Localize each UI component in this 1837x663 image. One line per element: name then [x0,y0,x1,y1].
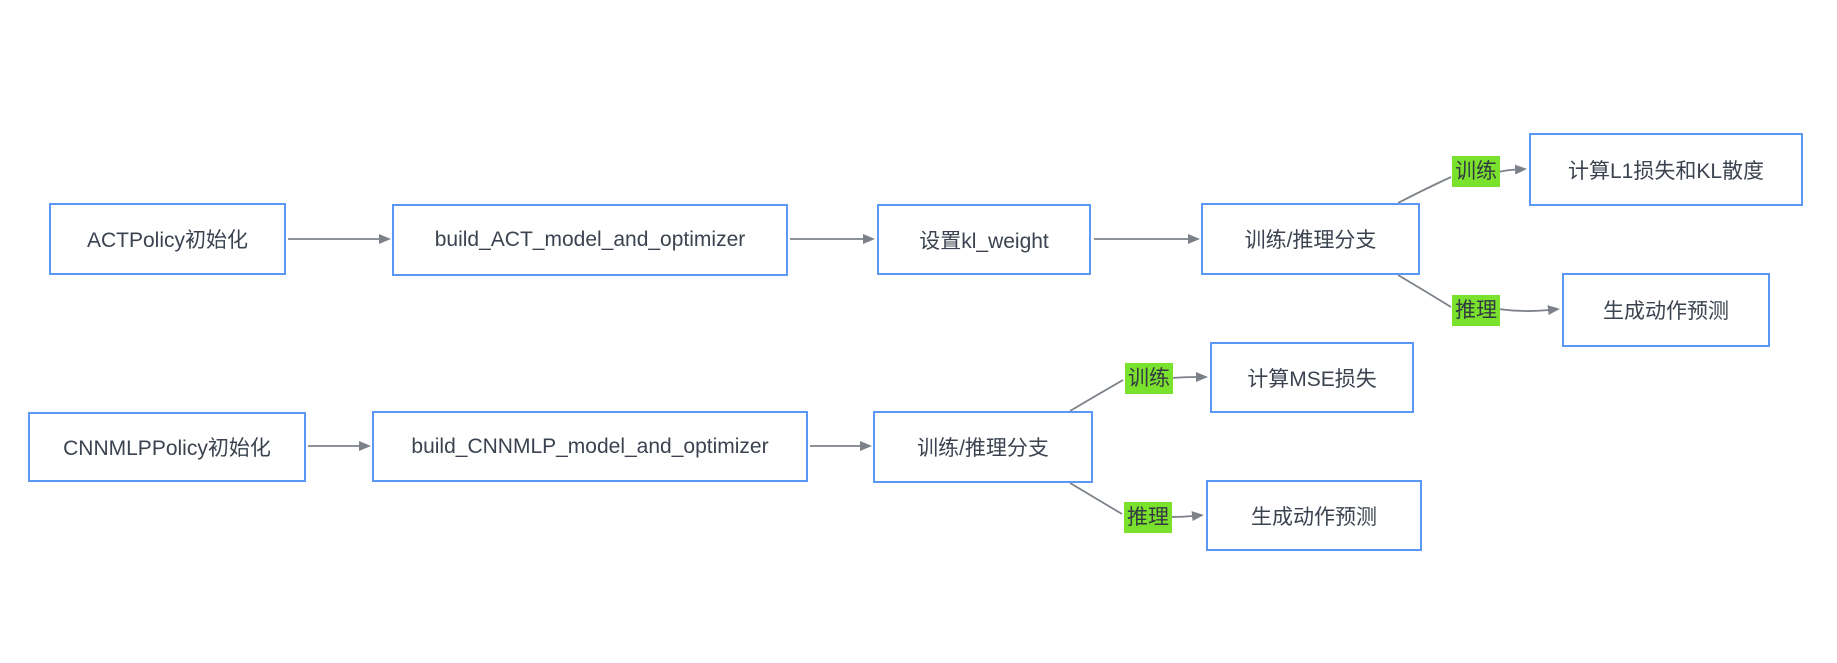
edge-label-infer-act: 推理 [1452,295,1500,326]
edge-label-infer-cnnmlp: 推理 [1124,502,1172,533]
edge-branch2-to-infer-label [1069,482,1123,515]
edge-branch1-to-infer-label [1397,274,1452,308]
node-train-infer-branch-act: 训练/推理分支 [1201,203,1420,275]
node-build-act-model-and-optimizer: build_ACT_model_and_optimizer [392,204,788,276]
edge-train-label-to-mse [1170,372,1208,383]
edge-train-label-to-l1kl [1497,164,1527,175]
node-train-infer-branch-cnnmlp: 训练/推理分支 [873,411,1093,483]
edge-infer-label-to-genpred2 [1170,511,1204,522]
node-mse-loss: 计算MSE损失 [1210,342,1414,413]
node-build-cnnmlp-model-and-optimizer: build_CNNMLP_model_and_optimizer [372,411,808,482]
node-actpolicy-init: ACTPolicy初始化 [49,203,286,275]
edge-infer-label-to-genpred1 [1497,305,1560,316]
node-set-kl-weight: 设置kl_weight [877,204,1091,275]
node-cnnmlp-policy-init: CNNMLPPolicy初始化 [28,412,306,482]
edge-label-train-cnnmlp: 训练 [1125,363,1173,394]
edge-branch1-to-train-label [1397,176,1452,204]
node-generate-action-prediction-cnnmlp: 生成动作预测 [1206,480,1422,551]
edge-label-train-act: 训练 [1452,156,1500,187]
node-l1-loss-and-kl-divergence: 计算L1损失和KL散度 [1529,133,1803,206]
node-generate-action-prediction-act: 生成动作预测 [1562,273,1770,347]
edge-branch2-to-train-label [1069,379,1124,412]
